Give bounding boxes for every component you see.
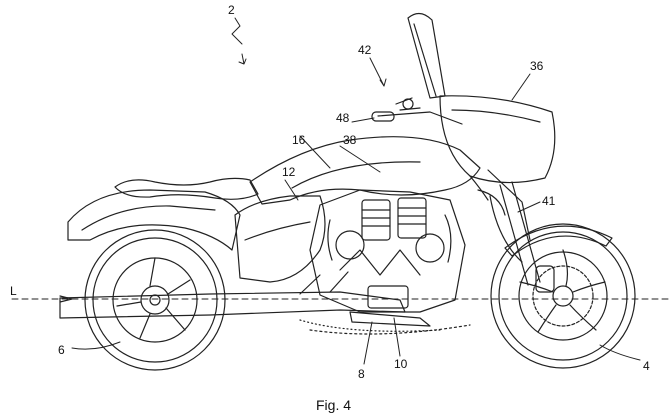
label-16: 16	[292, 133, 306, 147]
front-fender	[504, 225, 613, 257]
label-10: 10	[394, 357, 408, 371]
frame-side-panel	[234, 195, 326, 283]
rear-wheel	[84, 229, 226, 371]
seat	[114, 177, 259, 200]
label-36: 36	[530, 59, 544, 73]
leader-lines	[71, 17, 641, 365]
label-8: 8	[358, 367, 365, 381]
label-2: 2	[228, 3, 235, 17]
floorboard	[299, 311, 471, 335]
front-fork	[477, 169, 541, 286]
label-12: 12	[282, 165, 296, 179]
engine	[309, 189, 466, 313]
front-wheel	[490, 223, 636, 369]
exhaust-pipe	[59, 271, 406, 319]
brake-line	[489, 195, 523, 263]
label-6: 6	[58, 343, 65, 357]
windshield	[407, 12, 446, 99]
label-38: 38	[343, 133, 357, 147]
label-48: 48	[336, 111, 350, 125]
label-4: 4	[643, 359, 650, 373]
fairing	[439, 95, 556, 201]
rear-fender	[67, 189, 241, 251]
label-L: L	[10, 284, 17, 298]
label-41: 41	[542, 194, 556, 208]
fuel-tank	[249, 136, 481, 205]
figure-caption: Fig. 4	[316, 397, 351, 413]
label-42: 42	[358, 43, 372, 57]
handlebar	[371, 97, 463, 125]
centerline-arrow	[59, 295, 73, 303]
brake-caliper	[535, 265, 555, 293]
